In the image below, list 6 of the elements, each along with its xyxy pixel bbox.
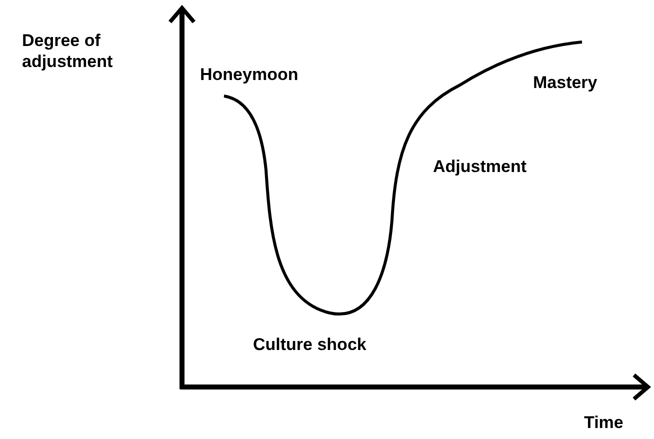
- phase-label: Culture shock: [253, 334, 368, 355]
- axis-title: Degree of adjustment: [22, 30, 114, 72]
- phase-label: Mastery: [533, 72, 598, 93]
- phase-label: Honeymoon: [200, 64, 300, 85]
- axis-title: Time: [584, 412, 624, 433]
- phase-label: Adjustment: [433, 156, 528, 177]
